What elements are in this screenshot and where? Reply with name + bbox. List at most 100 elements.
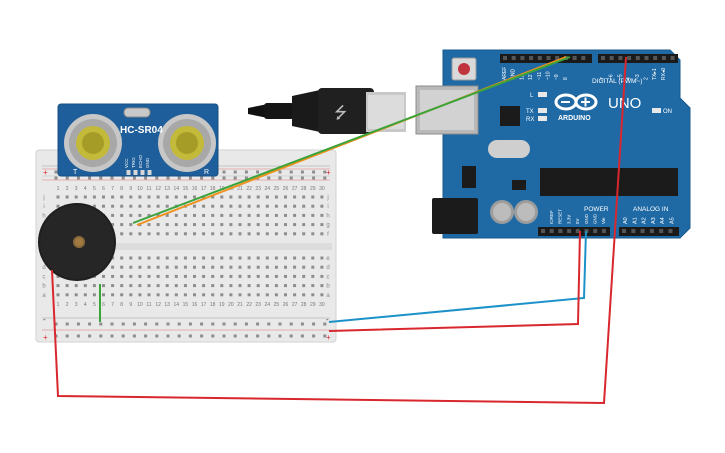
breadboard-hole[interactable] xyxy=(156,213,160,217)
rail-hole[interactable] xyxy=(110,334,114,338)
breadboard-hole[interactable] xyxy=(274,213,278,217)
breadboard-hole[interactable] xyxy=(165,284,169,288)
breadboard-hole[interactable] xyxy=(274,293,278,297)
rail-hole[interactable] xyxy=(256,322,260,326)
breadboard-hole[interactable] xyxy=(147,213,151,217)
breadboard-hole[interactable] xyxy=(284,223,287,227)
breadboard-hole[interactable] xyxy=(120,284,124,288)
breadboard-hole[interactable] xyxy=(174,274,178,278)
breadboard-hole[interactable] xyxy=(193,195,196,199)
rail-hole[interactable] xyxy=(121,334,125,338)
breadboard-hole[interactable] xyxy=(302,204,306,208)
breadboard-hole[interactable] xyxy=(174,265,178,269)
breadboard-hole[interactable] xyxy=(265,284,269,288)
breadboard-hole[interactable] xyxy=(238,256,242,260)
breadboard-hole[interactable] xyxy=(211,195,215,199)
breadboard-hole[interactable] xyxy=(293,274,297,278)
header-pin[interactable] xyxy=(567,229,572,233)
rail-hole[interactable] xyxy=(222,176,226,180)
breadboard-hole[interactable] xyxy=(129,293,133,297)
wire-blue-gnd[interactable] xyxy=(328,230,587,323)
breadboard-hole[interactable] xyxy=(238,204,242,208)
breadboard-hole[interactable] xyxy=(229,213,233,217)
rail-hole[interactable] xyxy=(312,322,316,326)
rail-hole[interactable] xyxy=(278,176,282,180)
header-pin[interactable] xyxy=(581,56,586,60)
breadboard-hole[interactable] xyxy=(102,293,105,297)
header-pin[interactable] xyxy=(618,56,623,60)
breadboard-hole[interactable] xyxy=(193,284,196,288)
breadboard-hole[interactable] xyxy=(256,223,260,227)
breadboard-hole[interactable] xyxy=(256,232,260,236)
breadboard-hole[interactable] xyxy=(311,284,315,288)
breadboard-hole[interactable] xyxy=(265,265,269,269)
header-pin[interactable] xyxy=(558,229,563,233)
breadboard-hole[interactable] xyxy=(83,293,87,297)
breadboard-hole[interactable] xyxy=(274,274,278,278)
rail-hole[interactable] xyxy=(256,334,260,338)
breadboard-hole[interactable] xyxy=(202,284,206,288)
breadboard-hole[interactable] xyxy=(229,274,233,278)
header-pin[interactable] xyxy=(529,56,534,60)
breadboard-hole[interactable] xyxy=(193,293,196,297)
header-pin[interactable] xyxy=(593,229,598,233)
breadboard-hole[interactable] xyxy=(138,293,142,297)
rail-hole[interactable] xyxy=(121,176,125,180)
breadboard-hole[interactable] xyxy=(284,195,287,199)
breadboard-hole[interactable] xyxy=(302,195,306,199)
header-pin[interactable] xyxy=(537,56,542,60)
breadboard-hole[interactable] xyxy=(65,284,69,288)
breadboard-hole[interactable] xyxy=(265,232,269,236)
wire-green[interactable] xyxy=(132,56,571,224)
breadboard-hole[interactable] xyxy=(302,293,306,297)
rail-hole[interactable] xyxy=(323,322,327,326)
breadboard-hole[interactable] xyxy=(284,284,287,288)
breadboard-hole[interactable] xyxy=(138,265,142,269)
rail-hole[interactable] xyxy=(267,334,271,338)
rail-hole[interactable] xyxy=(211,322,215,326)
breadboard-hole[interactable] xyxy=(156,232,160,236)
rail-hole[interactable] xyxy=(65,322,69,326)
breadboard-hole[interactable] xyxy=(183,274,187,278)
header-pin[interactable] xyxy=(572,56,577,60)
header-pin[interactable] xyxy=(575,229,580,233)
breadboard-hole[interactable] xyxy=(284,256,287,260)
breadboard-hole[interactable] xyxy=(65,195,69,199)
breadboard-hole[interactable] xyxy=(65,293,69,297)
breadboard-hole[interactable] xyxy=(220,204,224,208)
rail-hole[interactable] xyxy=(312,334,316,338)
breadboard-hole[interactable] xyxy=(293,232,297,236)
rail-hole[interactable] xyxy=(233,176,237,180)
breadboard-hole[interactable] xyxy=(56,204,60,208)
breadboard-hole[interactable] xyxy=(202,232,206,236)
header-pin[interactable] xyxy=(653,56,658,60)
breadboard-hole[interactable] xyxy=(293,265,297,269)
rail-hole[interactable] xyxy=(312,176,316,180)
rail-hole[interactable] xyxy=(267,176,271,180)
breadboard-hole[interactable] xyxy=(129,256,133,260)
breadboard-hole[interactable] xyxy=(138,204,142,208)
breadboard-hole[interactable] xyxy=(311,274,315,278)
rail-hole[interactable] xyxy=(99,322,103,326)
sensor-pin[interactable] xyxy=(126,170,131,175)
breadboard-hole[interactable] xyxy=(183,284,187,288)
breadboard-hole[interactable] xyxy=(311,223,315,227)
breadboard-hole[interactable] xyxy=(284,213,287,217)
header-pin[interactable] xyxy=(627,56,632,60)
header-pin[interactable] xyxy=(541,229,545,233)
piezo-buzzer[interactable] xyxy=(38,203,116,281)
breadboard-hole[interactable] xyxy=(202,274,206,278)
breadboard-hole[interactable] xyxy=(274,256,278,260)
header-pin[interactable] xyxy=(546,56,551,60)
breadboard-hole[interactable] xyxy=(147,232,151,236)
breadboard-hole[interactable] xyxy=(274,232,278,236)
rail-hole[interactable] xyxy=(278,170,282,174)
breadboard-hole[interactable] xyxy=(238,274,242,278)
header-pin[interactable] xyxy=(503,56,507,60)
breadboard-hole[interactable] xyxy=(220,274,224,278)
breadboard-hole[interactable] xyxy=(111,284,115,288)
breadboard-hole[interactable] xyxy=(156,293,160,297)
breadboard-hole[interactable] xyxy=(265,195,269,199)
